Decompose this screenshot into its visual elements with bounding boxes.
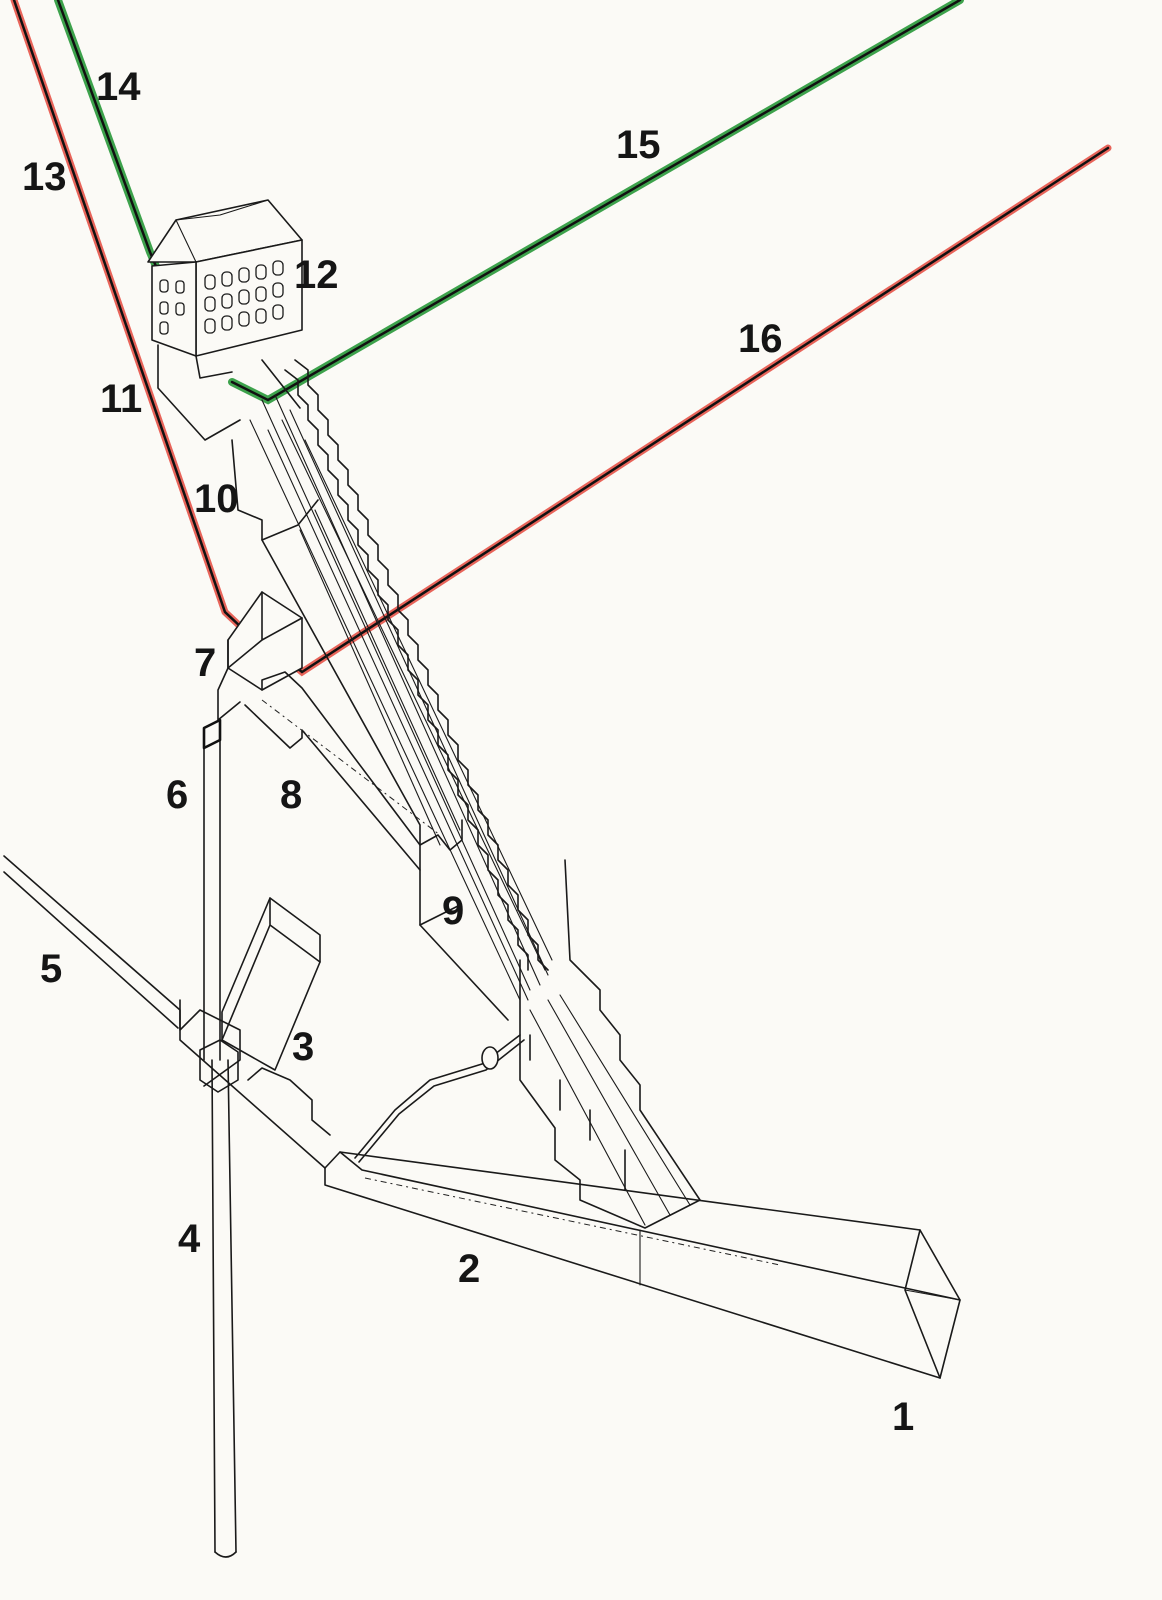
tower-building-12 (147, 199, 303, 441)
labels: 1 2 3 4 5 6 7 8 9 10 11 12 13 14 15 16 (22, 65, 914, 1439)
label-8: 8 (280, 773, 302, 817)
label-13: 13 (22, 155, 67, 199)
label-2: 2 (458, 1247, 480, 1291)
vertical-shaft-6-4 (202, 718, 237, 1558)
label-7: 7 (194, 641, 216, 685)
label-4: 4 (178, 1217, 201, 1261)
structure-7 (217, 591, 303, 721)
pipe-16 (288, 144, 1112, 677)
inclined-shaft (231, 359, 701, 1229)
label-16: 16 (738, 317, 783, 361)
gallery-8 (244, 671, 441, 871)
pipe-13 (10, 0, 246, 632)
label-3: 3 (292, 1025, 314, 1069)
label-14: 14 (96, 65, 141, 109)
label-10: 10 (194, 477, 239, 521)
tower-windows (159, 260, 284, 335)
pipe-15 (228, 0, 964, 405)
label-1: 1 (892, 1395, 914, 1439)
main-gallery-2 (324, 1151, 961, 1379)
portal-1 (904, 1229, 961, 1379)
chamber-3 (179, 897, 331, 1136)
label-11: 11 (100, 377, 142, 421)
label-12: 12 (294, 253, 339, 297)
label-15: 15 (616, 123, 661, 167)
label-5: 5 (40, 947, 62, 991)
label-6: 6 (166, 773, 188, 817)
conduit-valve (354, 1034, 525, 1163)
label-9: 9 (442, 889, 464, 933)
